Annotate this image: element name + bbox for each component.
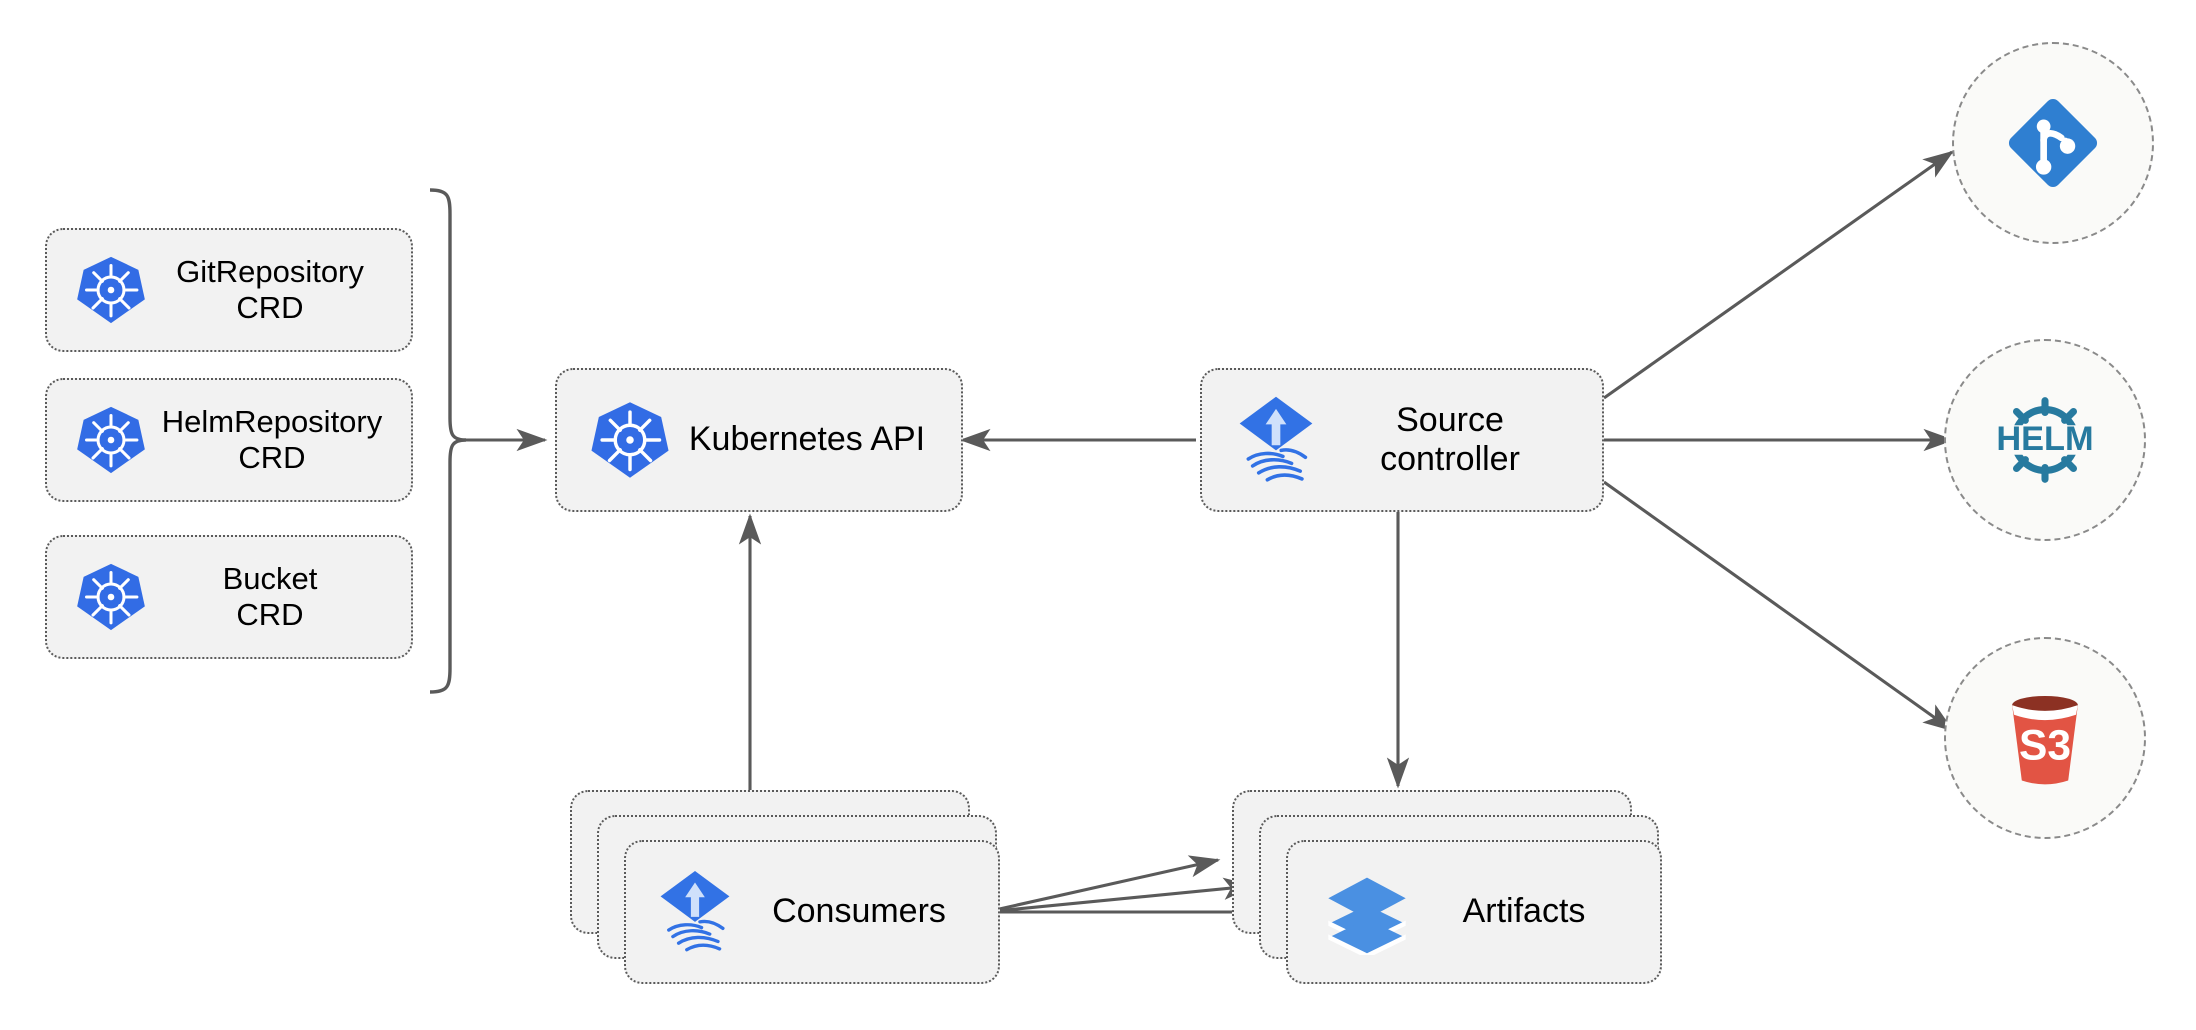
git-icon xyxy=(2001,91,2105,195)
node-label: Consumers xyxy=(772,892,946,931)
s3-icon: S3 xyxy=(1987,680,2103,796)
edge-consumers-to-artifacts-2 xyxy=(985,877,1255,914)
target-circle-helm[interactable]: HELM xyxy=(1944,339,2146,541)
kubernetes-icon xyxy=(75,254,147,326)
crd-box-gitrepository[interactable]: GitRepository CRD xyxy=(45,228,413,352)
crd-label: GitRepository CRD xyxy=(176,254,364,325)
layers-icon xyxy=(1324,869,1410,955)
node-label: Kubernetes API xyxy=(688,420,926,459)
kubernetes-icon xyxy=(75,404,147,476)
flux-icon xyxy=(654,869,736,955)
node-consumers[interactable]: Consumers xyxy=(624,840,1000,984)
edge-source-to-s3 xyxy=(1603,480,1955,732)
node-artifacts[interactable]: Artifacts xyxy=(1286,840,1662,984)
edge-consumers-to-artifacts-1 xyxy=(985,855,1221,914)
crd-box-bucket[interactable]: Bucket CRD xyxy=(45,535,413,659)
node-source-controller[interactable]: Source controller xyxy=(1200,368,1604,512)
kubernetes-icon xyxy=(589,399,671,481)
target-circle-git[interactable] xyxy=(1952,42,2154,244)
target-circle-s3[interactable]: S3 xyxy=(1944,637,2146,839)
crd-label: Bucket CRD xyxy=(222,561,318,632)
edge-source-to-git xyxy=(1603,150,1955,400)
node-kubernetes-api[interactable]: Kubernetes API xyxy=(555,368,963,512)
helm-icon: HELM xyxy=(1986,385,2104,495)
flux-icon xyxy=(1232,395,1320,485)
crd-group-bracket xyxy=(429,188,467,694)
kubernetes-icon xyxy=(75,561,147,633)
helm-wordmark: HELM xyxy=(1996,420,2093,458)
node-label: Source controller xyxy=(1380,400,1520,478)
crd-label: HelmRepository CRD xyxy=(161,404,383,475)
crd-box-helmrepository[interactable]: HelmRepository CRD xyxy=(45,378,413,502)
s3-wordmark: S3 xyxy=(2019,721,2071,769)
node-label: Artifacts xyxy=(1462,892,1586,931)
